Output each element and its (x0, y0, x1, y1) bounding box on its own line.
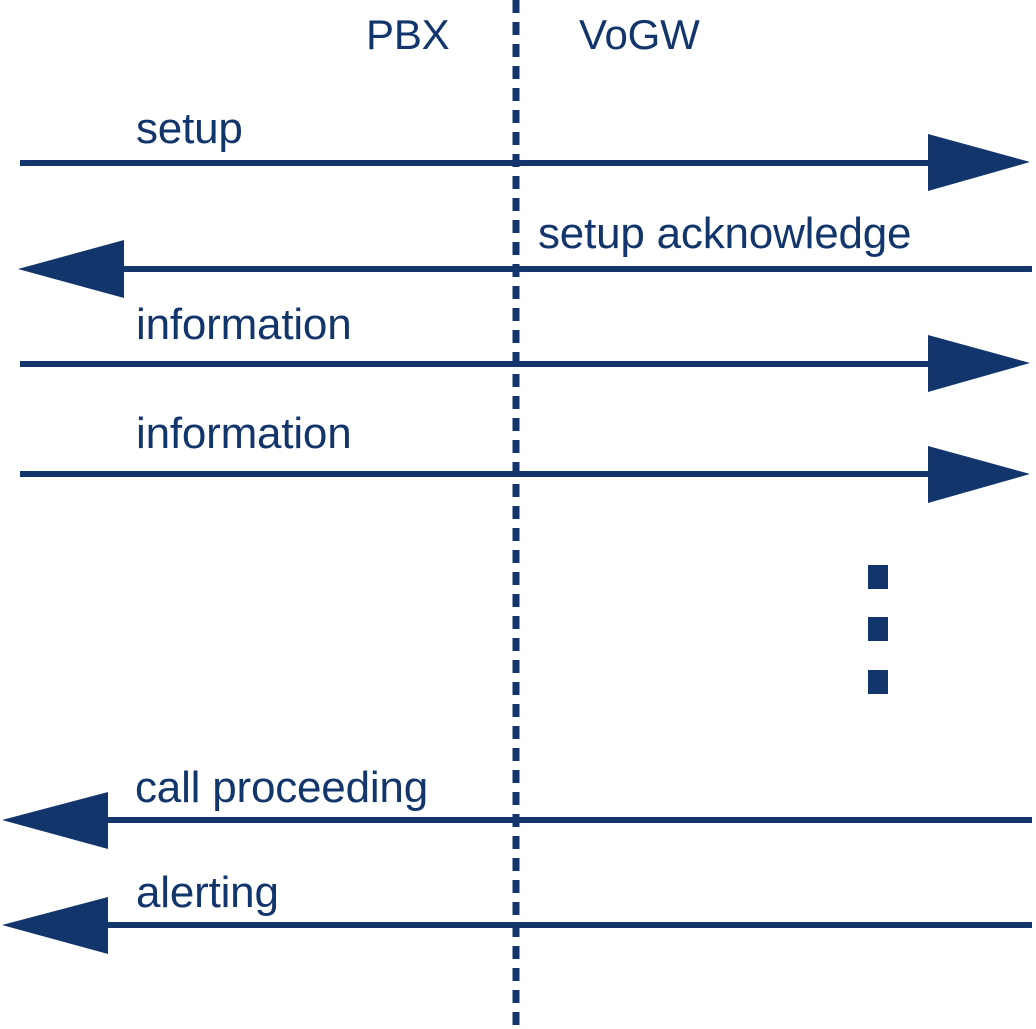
message-label-call-proceeding: call proceeding (135, 763, 428, 812)
vertical-ellipsis-icon (868, 565, 888, 694)
message-label-alerting: alerting (136, 868, 279, 917)
lifeline-label-pbx: PBX (366, 11, 450, 58)
message-arrow-information-2 (20, 446, 1030, 503)
message-arrow-information-1 (20, 335, 1030, 392)
message-arrow-setup (20, 134, 1030, 191)
message-arrow-alerting (2, 897, 1032, 954)
message-arrow-call-proceeding (2, 792, 1032, 849)
message-label-information-2: information (136, 409, 352, 458)
message-arrow-setup-acknowledge (18, 240, 1032, 298)
lifeline-label-vogw: VoGW (579, 11, 700, 58)
message-label-setup-acknowledge: setup acknowledge (538, 209, 912, 258)
message-label-setup: setup (136, 104, 243, 153)
message-label-information-1: information (136, 300, 352, 349)
